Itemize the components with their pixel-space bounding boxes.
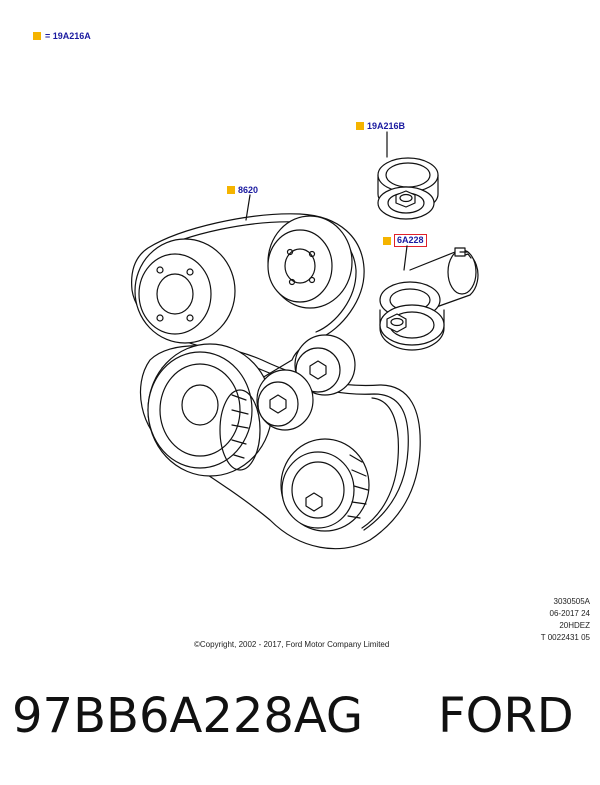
marker-icon: [227, 186, 235, 194]
lower-idler-pulley: [256, 369, 314, 431]
legend-marker-icon: [33, 32, 41, 40]
belt-drive-diagram: [131, 131, 479, 550]
tensioner-6a228: [379, 247, 479, 351]
legend: = 19A216A: [33, 31, 91, 41]
copyright-text: ©Copyright, 2002 - 2017, Ford Motor Comp…: [194, 640, 390, 649]
brand-name: FORD: [438, 688, 574, 744]
marker-icon: [356, 122, 364, 130]
alternator-pulley: [280, 438, 370, 532]
diagram-codes: 3030505A 06-2017 24 20HDEZ T 0022431 05: [541, 596, 590, 644]
belt-return: [361, 397, 399, 529]
callout-label[interactable]: 19A216B: [367, 121, 406, 131]
leader-line: [245, 194, 251, 221]
crankshaft-pulley: [147, 343, 273, 477]
upper-left-pulley: [134, 238, 236, 344]
callout-label-highlighted[interactable]: 6A228: [394, 234, 427, 247]
callout-19a216b[interactable]: 19A216B: [356, 121, 405, 131]
diagram-code: 06-2017 24: [549, 609, 590, 618]
callout-8620[interactable]: 8620: [227, 185, 258, 195]
callout-6a228[interactable]: 6A228: [383, 234, 427, 247]
idler-pulley-19a216b: [377, 157, 439, 220]
upper-right-pulley: [267, 215, 353, 309]
diagram-code: 3030505A: [553, 597, 590, 606]
leader-line: [403, 245, 408, 271]
diagram-code: T 0022431 05: [540, 633, 590, 642]
diagram-code: 20HDEZ: [559, 621, 590, 630]
part-number: 97BB6A228AG: [12, 688, 364, 744]
marker-icon: [383, 236, 391, 245]
callout-label[interactable]: 8620: [238, 185, 259, 195]
legend-text: = 19A216A: [45, 31, 91, 41]
